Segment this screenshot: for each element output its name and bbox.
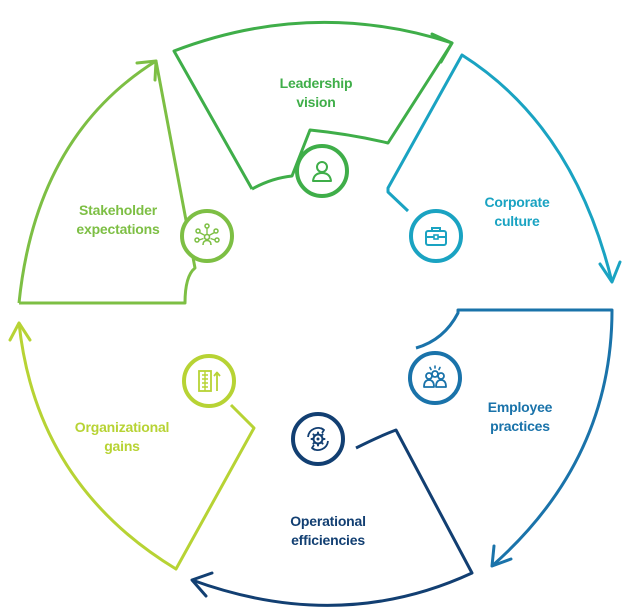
label-employee-practices: Employee practices (487, 399, 553, 434)
network-people-icon (194, 223, 220, 246)
segment-culture-arrowhead (598, 260, 622, 284)
label-leadership-vision: Leadership vision (279, 75, 353, 110)
segment-stakeholder-arrowhead (135, 59, 158, 82)
segment-leadership (172, 20, 454, 191)
badge-organizational (182, 354, 236, 408)
badge-culture (409, 209, 463, 263)
people-group-icon (423, 365, 447, 388)
segment-culture (386, 53, 622, 284)
segment-operational-arrowhead (190, 571, 214, 598)
briefcase-icon (425, 227, 447, 246)
label-organizational-gains: Organizational gains (74, 419, 170, 454)
badge-employee (408, 351, 462, 405)
segment-leadership-arrowhead (430, 32, 454, 64)
gear-cycle-icon (307, 427, 329, 451)
segment-employee-outline (415, 308, 614, 568)
segment-organizational-arrowhead (8, 321, 32, 342)
segment-operational-outline (191, 428, 474, 607)
segment-stakeholder (17, 59, 197, 305)
label-stakeholder-expectations: Stakeholder expectations (76, 202, 160, 237)
building-growth-icon (198, 370, 221, 392)
badge-operational (291, 412, 345, 466)
badge-leadership (295, 144, 349, 198)
segment-culture-outline (386, 53, 614, 283)
badge-stakeholder (180, 209, 234, 263)
segment-operational (190, 428, 474, 607)
segment-stakeholder-outline (17, 59, 197, 305)
segment-organizational-outline (17, 322, 256, 571)
label-operational-efficiencies: Operational efficiencies (290, 513, 366, 548)
segment-employee-arrowhead (490, 544, 513, 568)
segment-organizational (8, 321, 256, 571)
segment-employee (415, 308, 614, 568)
segment-leadership-outline (172, 20, 454, 191)
person-icon (312, 161, 332, 182)
label-corporate-culture: Corporate culture (484, 194, 550, 229)
